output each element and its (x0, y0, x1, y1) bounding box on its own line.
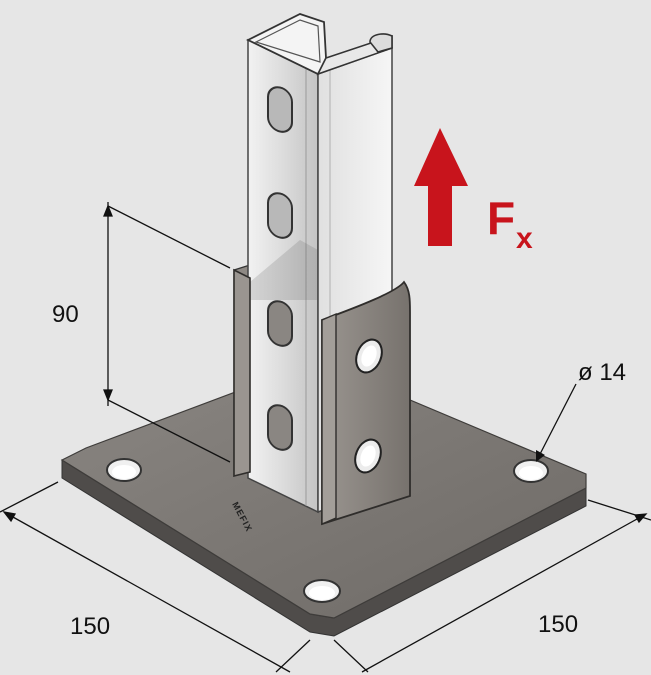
dimension-hole-leader (536, 383, 577, 462)
plate-holes (106, 458, 549, 603)
channel-slots (267, 86, 293, 451)
dimension-hole-label: ø 14 (578, 359, 626, 386)
force-symbol: F (487, 192, 515, 244)
dimension-width-left (0, 481, 311, 673)
dimension-height (103, 202, 231, 463)
dimension-width-left-label: 150 (70, 613, 110, 640)
sleeve-front (233, 268, 411, 526)
dimension-height-label: 90 (52, 301, 79, 328)
force-subscript: x (516, 222, 533, 255)
dimension-width-right-label: 150 (538, 611, 578, 638)
dimension-width-right (333, 499, 651, 673)
force-arrow (414, 128, 468, 246)
sleeve-holes (354, 338, 383, 474)
